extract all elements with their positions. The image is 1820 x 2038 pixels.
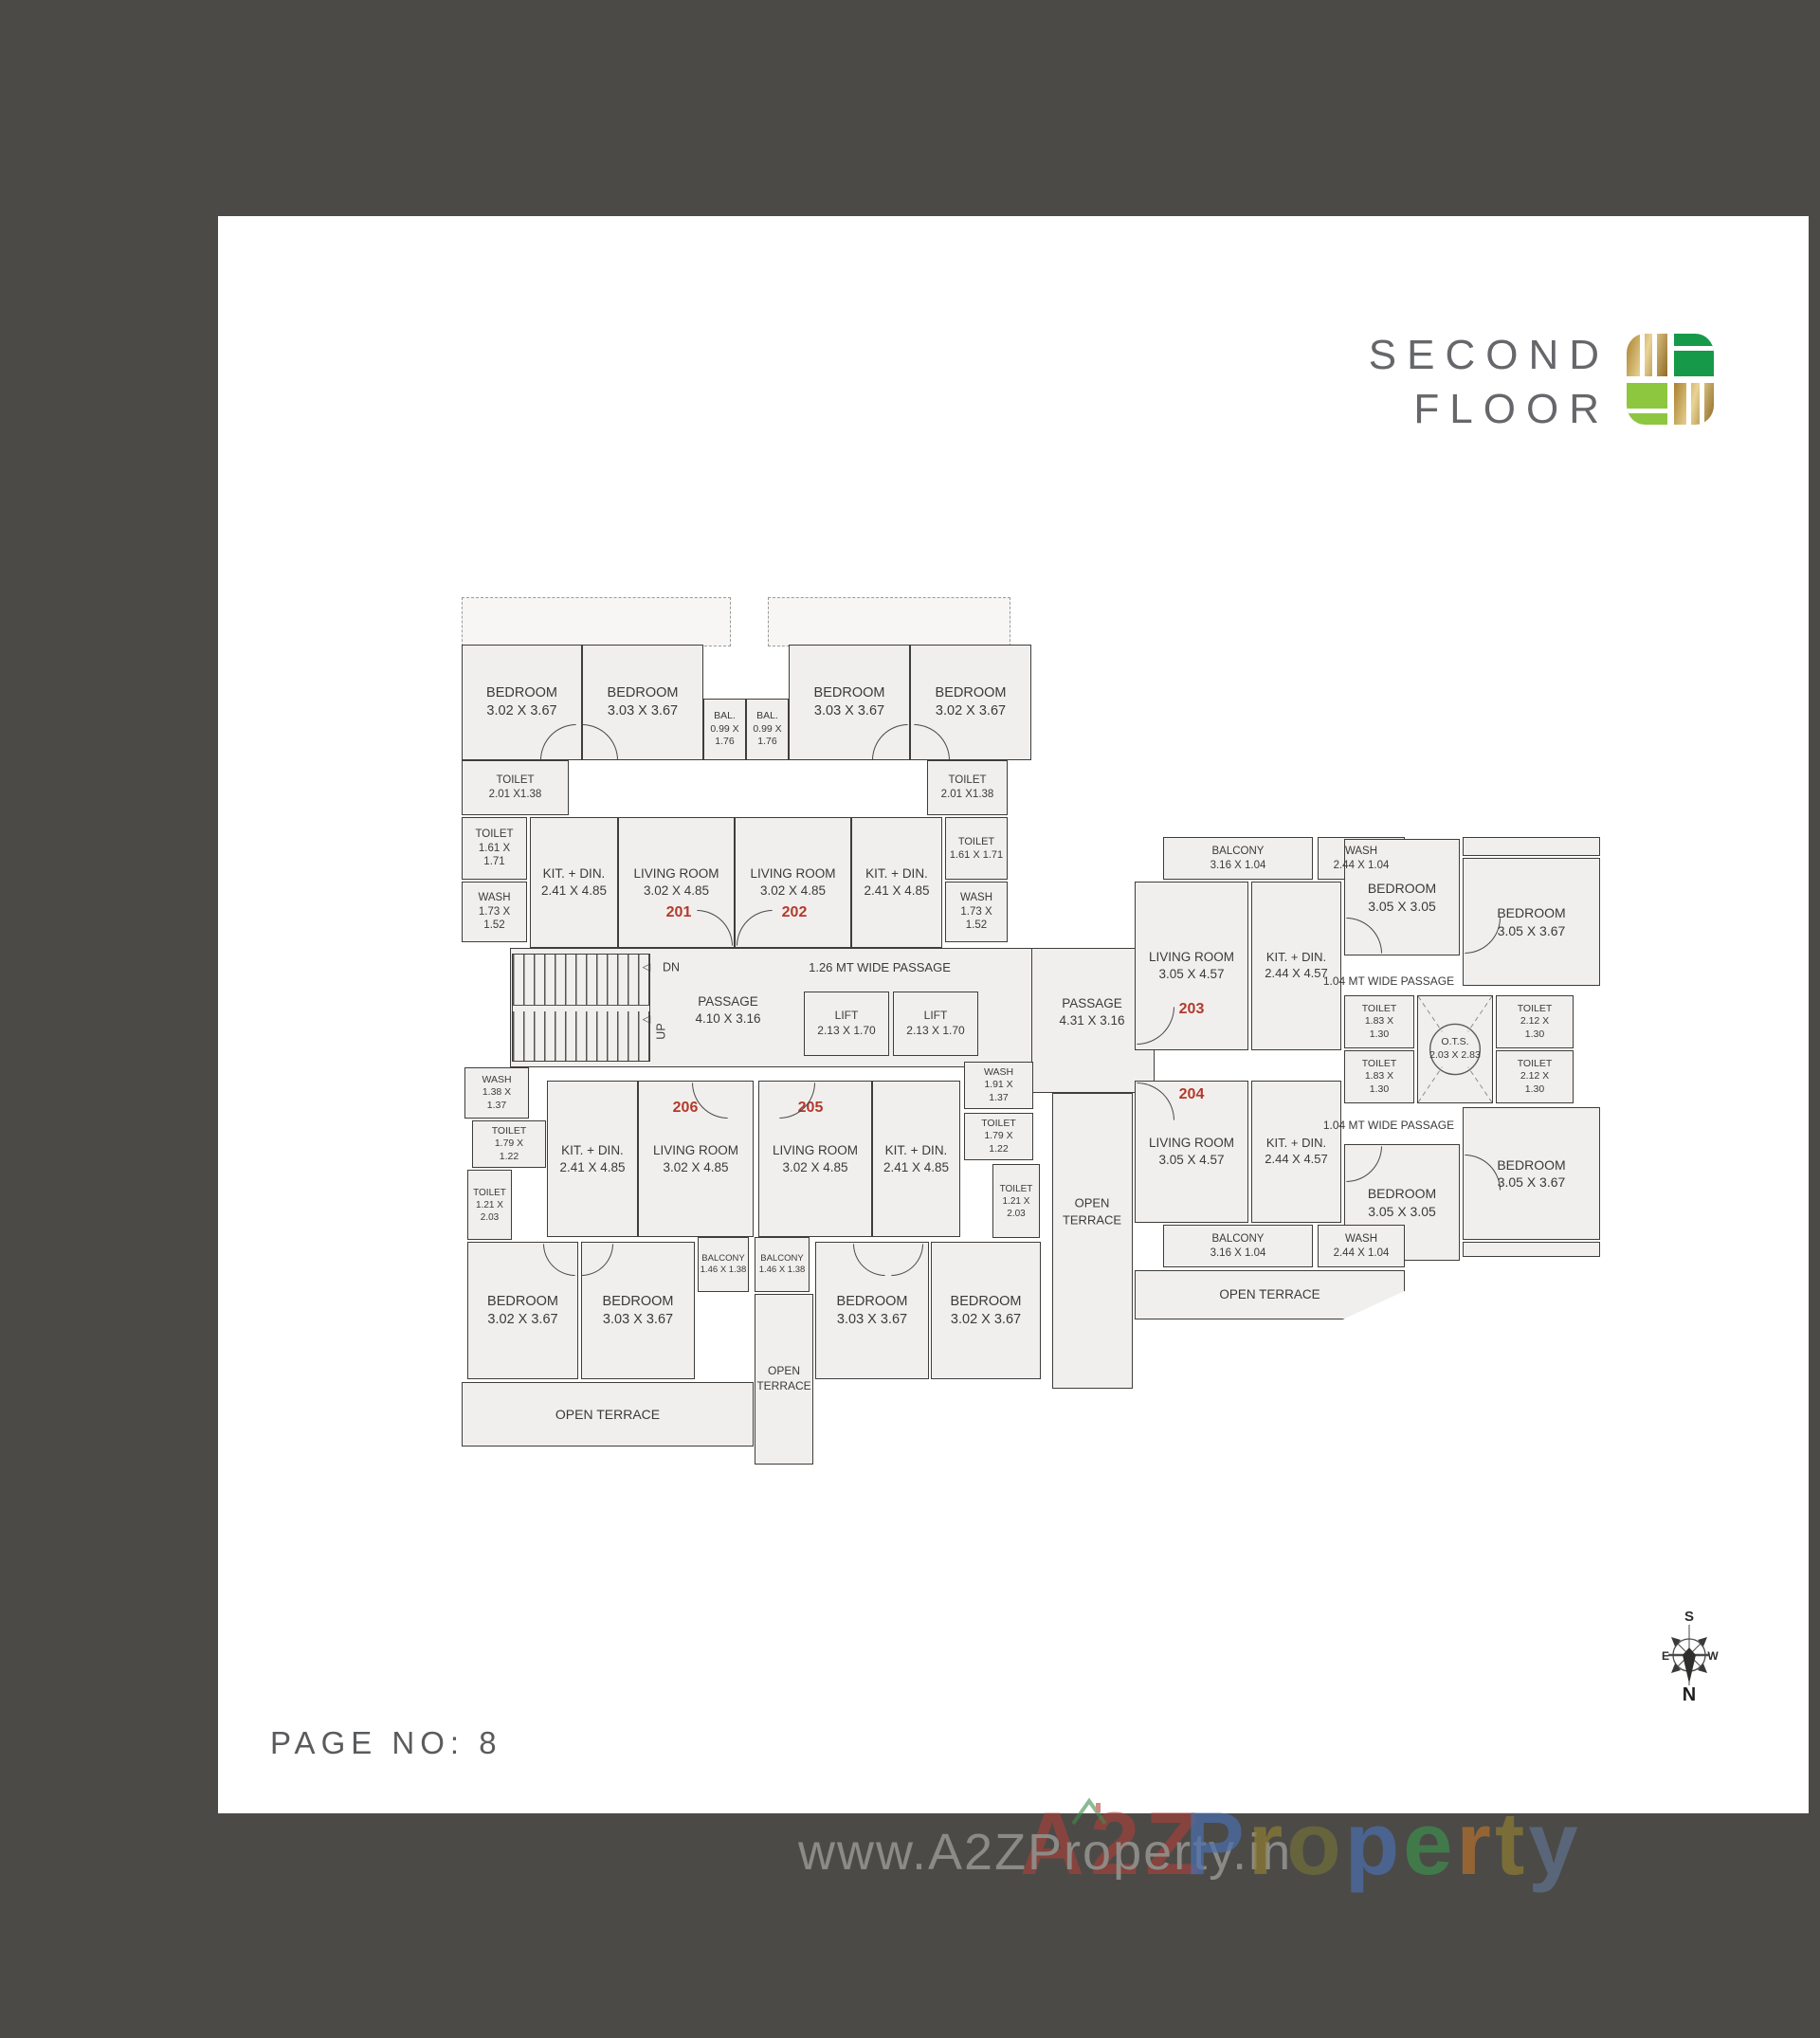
ledge-203	[1463, 837, 1600, 856]
terrace-corridor	[1052, 1093, 1133, 1389]
stairs-dn-arrow: ◁	[642, 961, 651, 974]
kitdin-203: KIT. + DIN.2.44 X 4.57	[1251, 882, 1341, 1050]
floor-title: SECOND FLOOR	[1369, 328, 1610, 436]
watermark-letter: r	[1247, 1793, 1287, 1893]
unit-206: 206	[672, 1100, 699, 1117]
terrace-dashed-left	[462, 597, 731, 646]
logo-quadrant-gold-bottom	[1673, 382, 1714, 425]
watermark-letter: y	[1528, 1793, 1582, 1893]
svg-text:E: E	[1662, 1649, 1669, 1663]
watermark-brand-property: Property	[1185, 1799, 1582, 1888]
brand-logo-icon	[1627, 334, 1714, 425]
watermark-letter: r	[1456, 1793, 1496, 1893]
watermark-letter: t	[1495, 1793, 1529, 1893]
passage-104-label-203: 1.04 MT WIDE PASSAGE	[1322, 974, 1455, 988]
watermark-letter: p	[1344, 1793, 1404, 1893]
kitdin-204: KIT. + DIN.2.44 X 4.57	[1251, 1081, 1341, 1223]
unit-204: 204	[1178, 1086, 1205, 1103]
unit-203: 203	[1178, 1001, 1205, 1018]
logo-quadrant-gold-top	[1627, 334, 1667, 376]
passage-126-label: 1.26 MT WIDE PASSAGE	[809, 960, 951, 975]
unit-202: 202	[781, 904, 808, 921]
floor-title-block: SECOND FLOOR	[1369, 328, 1714, 436]
kitdin-202: KIT. + DIN.2.41 X 4.85	[851, 817, 942, 948]
watermark-url: www.A2ZProperty.in	[798, 1824, 1293, 1881]
kitdin-206: KIT. + DIN.2.41 X 4.85	[547, 1081, 638, 1237]
kitdin-205: KIT. + DIN.2.41 X 4.85	[872, 1081, 960, 1237]
passage-104-label-204: 1.04 MT WIDE PASSAGE	[1322, 1118, 1455, 1132]
svg-text:W: W	[1707, 1649, 1719, 1663]
page-number: PAGE NO: 8	[270, 1725, 502, 1760]
floor-title-line2: FLOOR	[1413, 386, 1610, 433]
svg-text:N: N	[1683, 1684, 1696, 1704]
watermark-letter: e	[1403, 1793, 1457, 1893]
logo-quadrant-green-light	[1627, 382, 1667, 425]
watermark-letter: o	[1286, 1793, 1345, 1893]
stairs-up-label: UP	[654, 1023, 668, 1040]
stairs-dn-label: DN	[662, 960, 681, 974]
compass-icon: S E W N	[1662, 1609, 1719, 1705]
terrace-dashed-right	[768, 597, 1010, 646]
logo-quadrant-green-dark	[1673, 334, 1714, 376]
watermark-brand-a2z: A2Z	[1020, 1793, 1206, 1893]
unit-201: 201	[665, 904, 692, 921]
terrace-204: OPEN TERRACE	[1135, 1270, 1405, 1319]
watermark-letter: P	[1185, 1793, 1248, 1893]
ledge-204	[1463, 1242, 1600, 1257]
stairs-up-arrow: ◁	[642, 1013, 651, 1026]
watermark-house-icon	[1067, 1795, 1111, 1831]
ots: O.T.S.2.03 X 2.83	[1417, 995, 1493, 1103]
svg-text:S: S	[1684, 1609, 1694, 1625]
terrace-left: OPEN TERRACE	[462, 1382, 754, 1447]
floor-title-line1: SECOND	[1368, 332, 1610, 378]
staircase	[512, 954, 650, 1062]
kitdin-201: KIT. + DIN.2.41 X 4.85	[530, 817, 618, 948]
compass-rose: S E W N	[1659, 1606, 1720, 1709]
passage-right	[1031, 948, 1155, 1093]
